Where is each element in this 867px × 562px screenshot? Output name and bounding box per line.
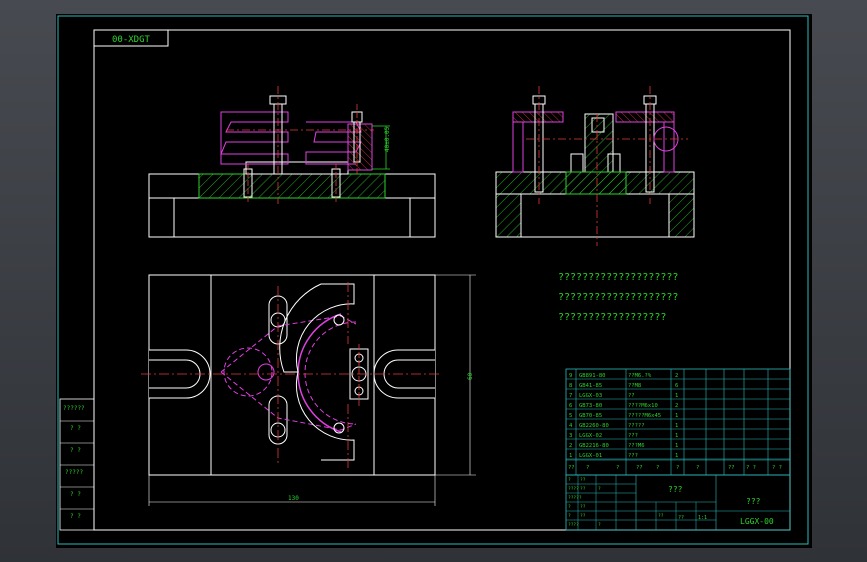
bom-row-name: ??M6.?%: [628, 373, 652, 379]
front-height-dimension: 40±0.05: [384, 126, 391, 152]
bom-row-no: 3: [569, 433, 572, 439]
title-block-label: ??: [580, 477, 586, 483]
plan-view: 60 130: [141, 274, 476, 506]
bom-header-cell: ? ?: [746, 465, 756, 471]
bom-row-no: 7: [569, 393, 572, 399]
title-block-label: ?: [598, 486, 601, 492]
bom-row-name: ???: [628, 453, 638, 459]
technical-notes: ???????????????????? ???????????????????…: [558, 272, 678, 323]
bom-row-no: 9: [569, 373, 572, 379]
title-block-label: ??: [580, 513, 586, 519]
bom-row-qty: 1: [675, 453, 678, 459]
title-block-label: ?: [598, 522, 601, 528]
left-stamp-3: ? ?: [70, 447, 81, 454]
bom-row-code: LGGX-01: [579, 453, 602, 459]
bom-row-no: 2: [569, 443, 572, 449]
bom-header-cell: ?: [656, 465, 659, 471]
bom-row-name: ?????M6x45: [628, 413, 661, 419]
title-block-label: ?: [568, 513, 571, 519]
bom-row-no: 8: [569, 383, 572, 389]
bom-header-cell: ??: [728, 465, 735, 471]
title-block-label: ????: [568, 486, 579, 492]
bom-row-code: GB73-80: [579, 403, 602, 409]
bom-header-cell: ?: [616, 465, 619, 471]
title-stamp-box: [93, 29, 169, 47]
left-stamp-5: ? ?: [70, 491, 81, 498]
left-stamp-column: ?????? ? ? ? ? ????? ? ? ? ?: [59, 398, 95, 531]
drawing-sheet: 00-XDGT 40±0.05: [56, 14, 812, 548]
title-stamp: 00-XDGT: [112, 35, 151, 45]
plan-height-dimension: 60: [467, 372, 474, 380]
bom-row-code: LGGX-03: [579, 393, 602, 399]
side-view: [495, 86, 695, 246]
bill-of-materials: 9 GB891-80 ??M6.?% 2 8 GB41-85 ??M8 6 7 LGGX-03??…: [565, 368, 791, 476]
title-block-label: ?: [568, 504, 571, 510]
title-block-label: ??: [580, 504, 586, 510]
bom-row-qty: 1: [675, 413, 678, 419]
plan-width-dimension: 130: [288, 495, 299, 502]
bom-row-qty: 6: [675, 383, 678, 389]
title-block-label: ??: [580, 486, 586, 492]
drawing-number: LGGX-00: [740, 517, 774, 526]
bom-row-qty: 1: [675, 433, 678, 439]
bom-row-name: ???M6: [628, 443, 645, 449]
scale-value: 1:1: [698, 515, 707, 521]
title-block-label: ????: [568, 522, 579, 528]
bom-row-code: GB41-85: [579, 383, 602, 389]
bom-row-code: GB891-80: [579, 373, 606, 379]
left-stamp-6: ? ?: [70, 513, 81, 520]
bom-row-code: GB2216-80: [579, 443, 609, 449]
bom-row-qty: 2: [675, 403, 678, 409]
bom-row-code: GB70-85: [579, 413, 602, 419]
bom-row-no: 1: [569, 453, 572, 459]
bom-header-cell: ? ?: [772, 465, 782, 471]
part-name: ???: [668, 485, 683, 494]
left-stamp-1: ??????: [63, 405, 85, 412]
left-stamp-2: ? ?: [70, 425, 81, 432]
bom-row-qty: 1: [675, 423, 678, 429]
bom-row-no: 6: [569, 403, 572, 409]
bom-row-code: LGGX-02: [579, 433, 602, 439]
bom-header-cell: ??: [568, 465, 575, 471]
bom-row-name: ?????: [628, 423, 645, 429]
bom-row-qty: 2: [675, 373, 678, 379]
title-block-label: ?????: [568, 495, 582, 501]
title-block: ??? ??? LGGX-00 1:1 ?? ?????????????????…: [565, 474, 791, 531]
sheet-outer-border: [57, 15, 809, 545]
bom-row-no: 5: [569, 413, 572, 419]
front-view: 40±0.05: [148, 86, 436, 238]
cad-drawing-canvas: 00-XDGT 40±0.05: [57, 15, 809, 545]
tech-note-3: ??????????????????: [558, 312, 666, 323]
bom-header-cell: ?: [676, 465, 679, 471]
company-name: ???: [746, 497, 761, 506]
bom-row-name: ??: [628, 393, 635, 399]
bom-row-name: ???: [628, 433, 638, 439]
title-block-label: ??: [658, 513, 664, 519]
tech-note-1: ????????????????????: [558, 272, 678, 283]
bom-row-code: GB2260-80: [579, 423, 609, 429]
bom-row-name: ????M6x10: [628, 403, 658, 409]
sheet-inner-border: [93, 29, 791, 531]
sheet-label: ??: [678, 515, 684, 521]
front-fixture-body: [198, 173, 386, 199]
bom-header-cell: ??: [636, 465, 643, 471]
bom-row-qty: 1: [675, 393, 678, 399]
bom-row-name: ??M8: [628, 383, 641, 389]
title-block-label: ?: [568, 477, 571, 483]
bom-header-cell: ?: [696, 465, 699, 471]
bom-header-cell: ?: [586, 465, 589, 471]
front-workpiece: [220, 111, 289, 165]
left-stamp-4: ?????: [65, 469, 83, 476]
bom-row-qty: 1: [675, 443, 678, 449]
tech-note-2: ????????????????????: [558, 292, 678, 303]
bom-row-no: 4: [569, 423, 573, 429]
